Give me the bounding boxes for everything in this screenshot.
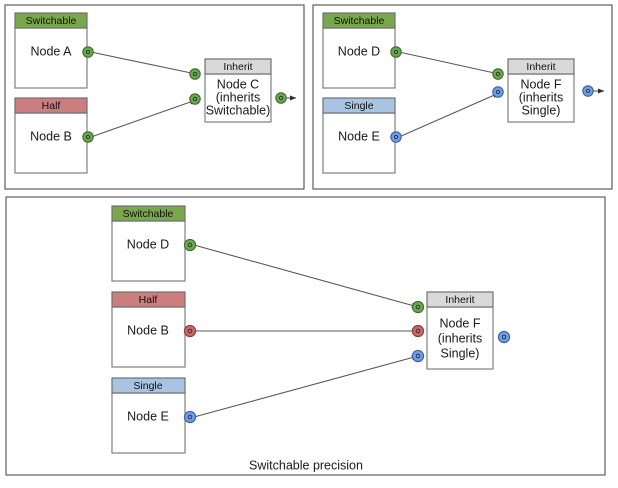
node-b-bottom-header-label: Half bbox=[139, 294, 158, 306]
node-b-body bbox=[14, 112, 88, 174]
node-d-header bbox=[322, 12, 396, 29]
node-e-single[interactable]: Single Node E bbox=[322, 97, 396, 174]
panel-top-left: Switchable Node A Half Node B Inherit No… bbox=[4, 4, 305, 190]
node-b-bottom-body bbox=[111, 306, 186, 368]
node-f-bottom-header-label: Inherit bbox=[445, 294, 474, 306]
node-e-body bbox=[322, 112, 396, 174]
node-b-half[interactable]: Half Node B bbox=[14, 97, 88, 174]
node-b-body-label: Node B bbox=[30, 129, 72, 143]
node-d-bottom-output-port[interactable] bbox=[183, 238, 197, 252]
edge-node-d-to-node-f-bottom bbox=[193, 244, 419, 308]
node-d-output-port[interactable] bbox=[390, 46, 402, 58]
node-d-bottom-header-label: Switchable bbox=[123, 208, 174, 220]
node-d-switchable-bottom[interactable]: Switchable Node D bbox=[111, 205, 186, 282]
edge-node-e-to-node-f-bottom bbox=[193, 355, 419, 418]
node-f-bottom-header bbox=[426, 291, 494, 308]
node-e-single-bottom[interactable]: Single Node E bbox=[111, 377, 186, 454]
node-e-body-label: Node E bbox=[338, 129, 380, 143]
diagram-caption: Switchable precision bbox=[249, 458, 363, 472]
node-f-output-port[interactable] bbox=[582, 85, 594, 97]
edge-node-a-to-node-c bbox=[90, 51, 197, 76]
node-d-switchable[interactable]: Switchable Node D bbox=[322, 12, 396, 89]
node-f-bottom-body-line-2: (inherits bbox=[438, 331, 482, 345]
node-b-bottom-header bbox=[111, 291, 186, 308]
node-e-bottom-header bbox=[111, 377, 186, 394]
panel-top-right: Switchable Node D Single Node E Inherit … bbox=[312, 4, 613, 190]
edge-node-e-to-node-f bbox=[398, 92, 500, 138]
node-d-bottom-body-label: Node D bbox=[127, 237, 169, 251]
node-d-bottom-body bbox=[111, 220, 186, 282]
node-a-output-port[interactable] bbox=[82, 46, 94, 58]
node-a-body-label: Node A bbox=[30, 44, 72, 58]
node-d-header-label: Switchable bbox=[334, 15, 385, 27]
node-c-header-label: Inherit bbox=[223, 61, 252, 73]
node-d-bottom-header bbox=[111, 205, 186, 222]
node-e-bottom-output-port[interactable] bbox=[183, 410, 197, 424]
node-d-body bbox=[322, 27, 396, 89]
node-e-header-label: Single bbox=[344, 100, 373, 112]
node-f-bottom-body-line-3: Single) bbox=[441, 346, 480, 360]
node-f-header-label: Inherit bbox=[526, 61, 555, 73]
node-c-input-port-2[interactable] bbox=[189, 93, 201, 105]
node-e-header bbox=[322, 97, 396, 114]
edge-node-d-to-node-f bbox=[398, 51, 500, 76]
node-a[interactable]: Switchable Node A bbox=[14, 12, 88, 89]
node-e-output-port[interactable] bbox=[390, 131, 402, 143]
node-d-body-label: Node D bbox=[338, 44, 380, 58]
node-f-bottom-output-port[interactable] bbox=[497, 330, 511, 344]
node-f-input-port-2[interactable] bbox=[492, 86, 504, 98]
node-b-output-port[interactable] bbox=[82, 131, 94, 143]
node-c-body-line-1: Node C bbox=[217, 77, 259, 91]
node-f-body-line-3: Single) bbox=[522, 103, 561, 117]
node-f-body bbox=[507, 73, 575, 123]
node-e-bottom-body bbox=[111, 392, 186, 454]
node-c-body-line-3: Switchable) bbox=[206, 103, 271, 117]
panel-bottom: Switchable Node D Half Node B Single Nod… bbox=[5, 196, 606, 476]
node-f-inherit[interactable]: Inherit Node F (inherits Single) bbox=[507, 58, 575, 123]
node-f-bottom-input-port-2[interactable] bbox=[411, 324, 425, 338]
node-b-header bbox=[14, 97, 88, 114]
node-f-bottom-input-port-3[interactable] bbox=[411, 349, 425, 363]
node-a-body bbox=[14, 27, 88, 89]
node-f-inherit-bottom[interactable]: Inherit Node F (inherits Single) bbox=[426, 291, 494, 370]
node-f-bottom-body-line-1: Node F bbox=[440, 316, 481, 330]
node-f-header bbox=[507, 58, 575, 75]
node-a-header-label: Switchable bbox=[26, 15, 77, 27]
node-b-header-label: Half bbox=[42, 100, 61, 112]
node-c-output-port[interactable] bbox=[275, 92, 287, 104]
node-b-bottom-output-port[interactable] bbox=[183, 324, 197, 338]
panel-border-bottom bbox=[5, 196, 606, 476]
node-e-bottom-header-label: Single bbox=[133, 380, 162, 392]
edge-node-b-to-node-c bbox=[90, 99, 197, 138]
node-f-body-line-2: (inherits bbox=[519, 90, 563, 104]
node-b-bottom-body-label: Node B bbox=[127, 323, 169, 337]
node-a-header bbox=[14, 12, 88, 29]
node-f-bottom-input-port-1[interactable] bbox=[411, 300, 425, 314]
node-f-body-line-1: Node F bbox=[521, 77, 562, 91]
node-c-body-line-2: (inherits bbox=[216, 90, 260, 104]
node-b-half-bottom[interactable]: Half Node B bbox=[111, 291, 186, 368]
node-f-input-port-1[interactable] bbox=[492, 68, 504, 80]
node-c-input-port-1[interactable] bbox=[189, 68, 201, 80]
node-c-inherit[interactable]: Inherit Node C (inherits Switchable) bbox=[204, 58, 272, 123]
node-e-bottom-body-label: Node E bbox=[127, 409, 169, 423]
node-f-bottom-body bbox=[426, 306, 494, 370]
node-c-header bbox=[204, 58, 272, 75]
